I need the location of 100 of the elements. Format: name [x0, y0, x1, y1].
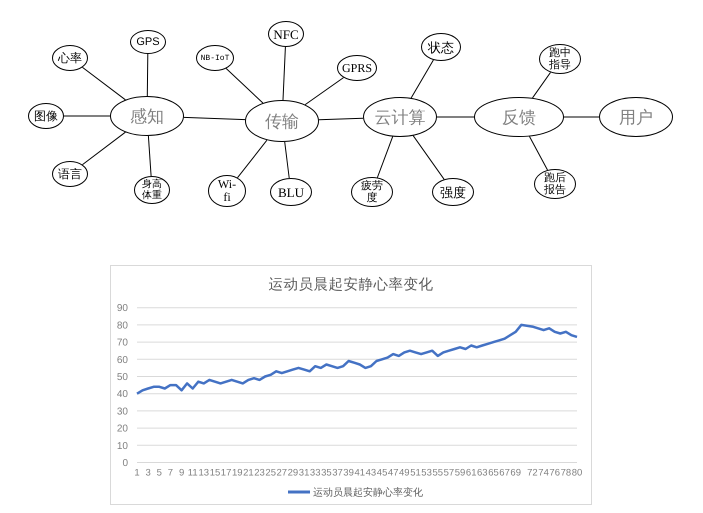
item-ellipse	[337, 55, 377, 81]
item-ellipse	[270, 178, 312, 206]
node-label: 反馈	[502, 108, 536, 126]
connector-line	[148, 136, 152, 176]
connector-line	[237, 140, 268, 178]
connector-line	[82, 132, 126, 166]
tick-label: 0	[122, 458, 128, 469]
tick-label: 60	[116, 354, 128, 366]
tick-label: 35	[321, 468, 332, 478]
item-ellipse	[539, 44, 581, 74]
tick-label: 30	[116, 406, 128, 418]
tick-label: 17	[220, 468, 232, 478]
node-label: 感知	[130, 106, 164, 126]
item-ellipse	[196, 45, 234, 71]
tick-label: 67	[499, 468, 510, 478]
connector-line	[284, 141, 290, 178]
topic-ellipse	[110, 96, 184, 136]
node-label: 图像	[34, 110, 58, 122]
tick-label: 78	[560, 468, 572, 478]
chart-title: 运动员晨起安静心率变化	[268, 277, 434, 293]
tick-label: 3	[145, 468, 151, 478]
item-ellipse	[534, 169, 576, 199]
node-label: 传输	[265, 112, 299, 130]
tick-label: 49	[399, 468, 410, 478]
topic-ellipse	[474, 97, 564, 137]
tick-label: 51	[410, 468, 421, 478]
tick-label: 15	[210, 468, 220, 478]
connector-line	[376, 136, 394, 178]
node-label: GPS	[136, 36, 160, 48]
tick-label: 25	[265, 468, 276, 478]
tick-label: 29	[288, 468, 298, 478]
node-label: 跑后报告	[544, 172, 566, 196]
tick-label: 13	[198, 468, 210, 478]
connector-line	[304, 77, 344, 106]
connector-line	[564, 116, 600, 118]
connector-line	[436, 116, 474, 118]
connector-line	[82, 66, 126, 100]
item-ellipse	[52, 161, 88, 187]
item-ellipse	[28, 103, 64, 129]
tick-label: 45	[376, 468, 388, 478]
connector-line	[412, 135, 445, 180]
node-label: 跑中指导	[548, 47, 572, 71]
node-label: 用户	[619, 108, 653, 126]
node-label: BLU	[278, 184, 304, 200]
node-label: 状态	[428, 40, 454, 54]
tick-label: 10	[116, 440, 128, 452]
legend-label: 运动员晨起安静心率变化	[313, 488, 423, 498]
node-label: GPRS	[342, 62, 372, 74]
tick-label: 59	[454, 468, 466, 478]
tick-label: 63	[477, 468, 488, 478]
tick-label: 27	[276, 468, 288, 478]
item-ellipse	[421, 33, 461, 61]
tick-label: 80	[116, 320, 128, 332]
connector-line	[282, 46, 286, 100]
tick-label: 20	[116, 424, 128, 435]
tick-label: 7	[168, 468, 174, 478]
tick-label: 40	[116, 389, 128, 400]
tick-label: 41	[354, 468, 366, 478]
tick-label: 43	[366, 468, 376, 478]
connector-line	[532, 72, 551, 98]
tick-label: 61	[466, 468, 476, 478]
node-label: Wi-fi	[217, 178, 237, 204]
tick-label: 9	[178, 468, 184, 478]
tick-label: 47	[388, 468, 398, 478]
tick-label: 31	[298, 468, 310, 478]
node-label: 疲劳度	[360, 180, 384, 204]
tick-label: 19	[232, 468, 243, 478]
tick-label: 76	[549, 468, 560, 478]
tick-label: 55	[432, 468, 444, 478]
topic-ellipse	[599, 97, 673, 137]
tick-label: 23	[254, 468, 265, 478]
connector-line	[410, 60, 434, 98]
item-ellipse	[351, 177, 393, 207]
tick-label: 72	[527, 468, 538, 478]
node-label: 语言	[58, 168, 82, 180]
tick-label: 50	[116, 372, 128, 383]
node-label: 强度	[440, 184, 466, 200]
item-ellipse	[268, 21, 304, 47]
connector-line	[146, 54, 148, 96]
tick-label: 21	[243, 468, 254, 478]
item-ellipse	[432, 178, 474, 206]
tick-label: 1	[134, 468, 140, 478]
tick-label: 90	[116, 303, 128, 314]
connector-line	[183, 116, 246, 120]
tick-label: 5	[156, 468, 162, 478]
node-label: NFC	[273, 26, 299, 42]
tick-label: 57	[444, 468, 454, 478]
tick-label: 80	[572, 468, 582, 478]
topic-ellipse	[363, 97, 437, 137]
tick-label: 39	[343, 468, 354, 478]
topic-ellipse	[245, 100, 319, 142]
tick-label: 53	[421, 468, 432, 478]
tick-label: 69	[510, 468, 521, 478]
item-ellipse	[134, 176, 170, 204]
tick-label: 70	[116, 338, 128, 349]
connector-line	[226, 68, 264, 104]
tick-label: 11	[188, 468, 198, 478]
item-ellipse	[208, 175, 246, 207]
node-label: 云计算	[374, 108, 426, 126]
node-label: 心率	[58, 52, 82, 64]
